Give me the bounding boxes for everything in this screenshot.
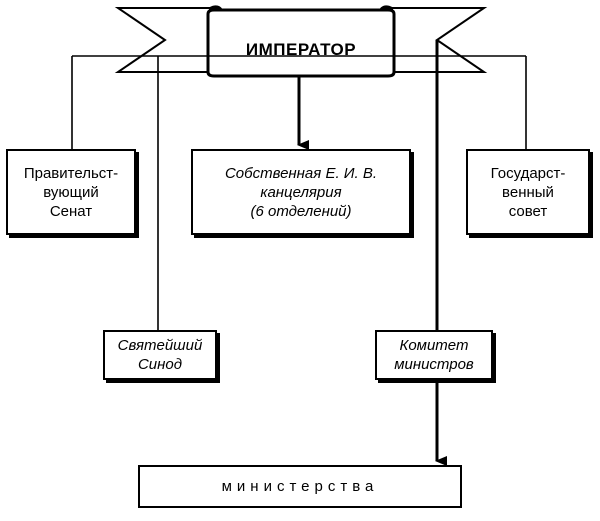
state-council-label: Государст- венный совет: [490, 164, 566, 220]
committee-of-ministers-box: Комитет министров: [375, 330, 493, 380]
connector-lines: [71, 55, 527, 330]
senate-label: Правительст- вующий Сенат: [23, 164, 119, 220]
senate-box: Правительст- вующий Сенат: [6, 149, 136, 235]
ministries-box: министерства: [138, 465, 462, 508]
emperor-label: ИМПЕРАТОР: [245, 40, 357, 59]
committee-of-ministers-label: Комитет министров: [394, 337, 474, 373]
banner-face: [206, 8, 396, 78]
state-council-box: Государст- венный совет: [466, 149, 590, 235]
synod-box: Святейший Синод: [103, 330, 217, 380]
chancery-label: Собственная Е. И. В. канцелярия (6 отдел…: [224, 164, 378, 220]
ministries-label: министерства: [221, 478, 379, 495]
synod-label: Святейший Синод: [117, 337, 203, 373]
banner-left-tail: [114, 7, 211, 73]
chancery-box: Собственная Е. И. В. канцелярия (6 отдел…: [191, 149, 411, 235]
